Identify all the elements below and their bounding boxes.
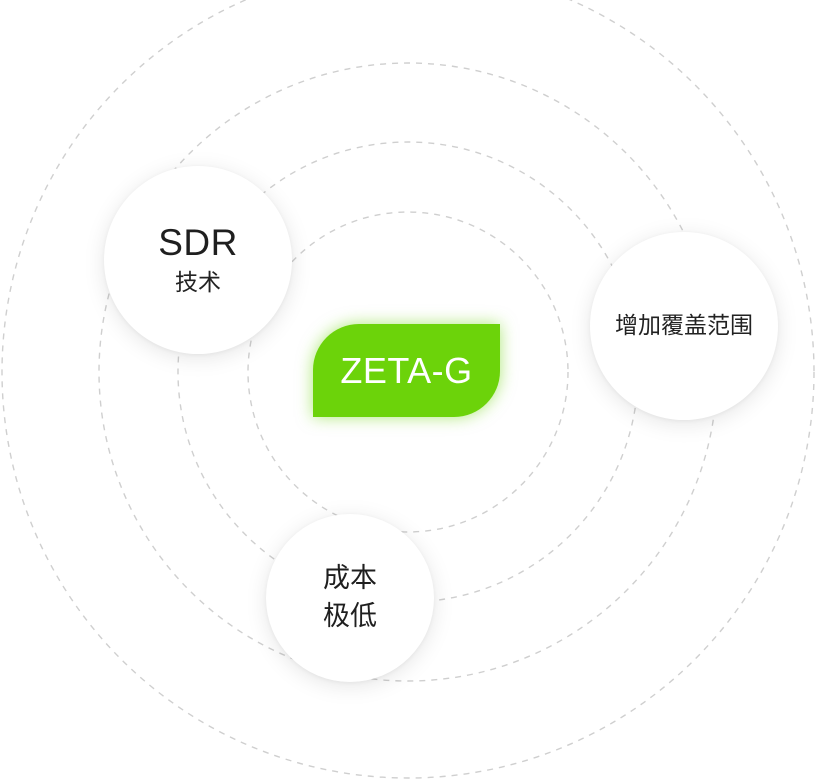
node-coverage: 增加覆盖范围	[590, 232, 778, 420]
node-sdr-title: SDR	[158, 222, 238, 263]
node-cost-line2: 极低	[323, 601, 377, 632]
ring-1	[247, 211, 569, 533]
node-sdr-subtitle: 技术	[175, 270, 221, 296]
node-cost-line1: 成本	[323, 563, 377, 594]
center-badge-label: ZETA-G	[340, 349, 473, 391]
node-cost: 成本 极低	[266, 514, 434, 682]
node-coverage-label: 增加覆盖范围	[615, 313, 753, 339]
center-badge: ZETA-G	[313, 324, 500, 417]
node-sdr: SDR 技术	[104, 166, 292, 354]
